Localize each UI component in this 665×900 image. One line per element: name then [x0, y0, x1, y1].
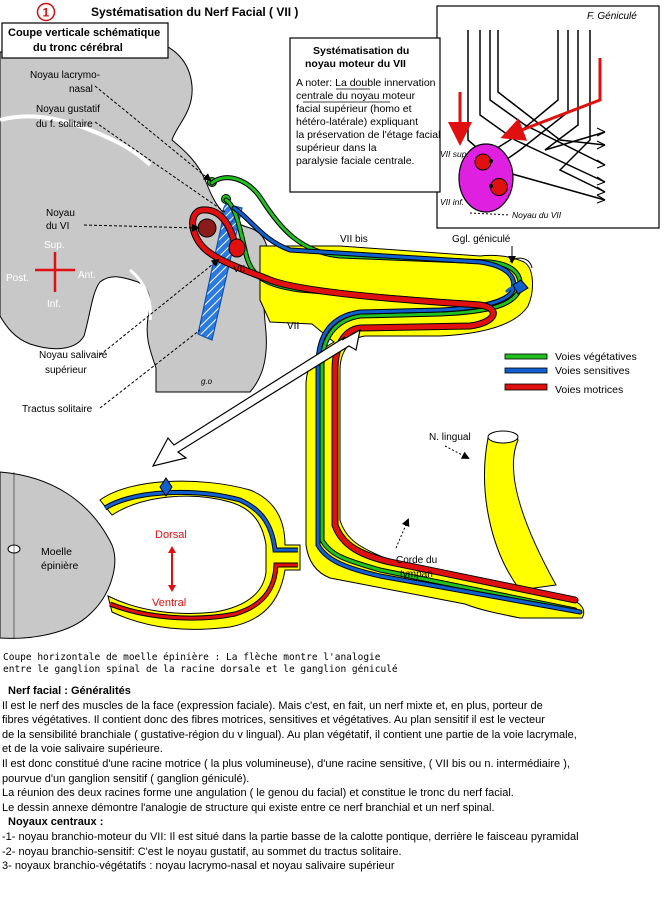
label-dorsal: Dorsal — [155, 529, 187, 541]
analogy-arrow — [151, 328, 361, 467]
label-vii-bis: VII bis — [340, 234, 368, 245]
svg-text:Sup.: Sup. — [44, 240, 65, 251]
vii-motor-nucleus — [228, 238, 246, 258]
list-item: -2- noyau branchio-sensitif: C'est le no… — [2, 845, 402, 858]
label-ventral: Ventral — [152, 597, 186, 609]
label-noyau-vi-2: du VI — [46, 221, 69, 232]
label-salivaire-1: Noyau salivaire — [39, 350, 108, 361]
facial-nerve-diagram: 1 Systématisation du Nerf Facial ( VII )… — [0, 2, 660, 639]
label-vii-lower: VII — [287, 321, 299, 332]
label-lacrymo-1: Noyau lacrymo- — [30, 70, 100, 81]
label-tractus: Tractus solitaire — [22, 404, 93, 415]
legend-label-motor: Voies motrices — [555, 384, 623, 396]
list-item: -1- noyau branchio-moteur du VII: Il est… — [2, 830, 579, 843]
inset-box: F. Géniculé Systématisation du noyau mot… — [289, 5, 660, 229]
inset-note-line-6: supérieur dans la — [296, 142, 377, 154]
label-noyau-vi-1: Noyau — [46, 208, 75, 219]
inset-note-line-3: facial supérieur (homo et — [296, 103, 412, 115]
heading-noyaux: Noyaux centraux : — [8, 816, 104, 829]
lingual-nerve — [484, 431, 557, 591]
svg-text:VII inf.: VII inf. — [440, 197, 464, 207]
svg-text:du tronc cérébral: du tronc cérébral — [33, 42, 123, 54]
inset-red-arrow-right — [500, 58, 602, 141]
artist-signature: g.o — [201, 377, 213, 386]
label-n-lingual: N. lingual — [429, 432, 471, 443]
legend-swatch-motor — [504, 383, 548, 391]
legend: Voies végétatives Voies sensitives Voies… — [504, 351, 637, 396]
title-number-badge: 1 — [36, 2, 56, 22]
noyau-vi — [197, 218, 217, 238]
explanatory-text: Nerf facial : Généralités Il est le nerf… — [2, 684, 662, 874]
label-moelle-2: épinière — [41, 560, 79, 572]
svg-text:1: 1 — [43, 6, 50, 20]
paragraph-line: La réunion des deux racines forme une an… — [2, 787, 514, 800]
heading-generalites: Nerf facial : Généralités — [8, 685, 131, 697]
paragraph-line: pourvue d'un ganglion sensitif ( ganglio… — [2, 772, 250, 785]
caption-line-1: Coupe horizontale de moelle épinière : L… — [3, 652, 381, 663]
legend-label-sensitive: Voies sensitives — [555, 365, 630, 377]
orientation-cross: Sup. Post. Ant. Inf. — [6, 240, 96, 310]
inset-note-line-5: la préservation de l'étage facial — [296, 129, 440, 141]
spinal-labels: Moelle épinière Dorsal Ventral — [36, 529, 187, 609]
svg-text:noyau moteur du VII: noyau moteur du VII — [305, 58, 406, 70]
paragraph-line: Il est donc constitué d'une racine motri… — [2, 757, 570, 770]
caption-line-2: entre le ganglion spinal de la racine do… — [3, 664, 398, 675]
legend-swatch-vegetative — [504, 353, 548, 360]
svg-text:F. Géniculé: F. Géniculé — [587, 11, 637, 22]
svg-text:Systématisation du: Systématisation du — [313, 45, 409, 57]
paragraph-line: et de la voie salivaire supérieure. — [2, 743, 163, 756]
inset-note-line-2: centrale du noyau moteur — [296, 90, 416, 102]
label-salivaire-2: supérieur — [45, 365, 87, 376]
svg-text:Coupe verticale schématique: Coupe verticale schématique — [8, 27, 160, 39]
label-corde-1: Corde du — [396, 555, 437, 566]
label-lacrymo-2: nasal — [69, 84, 93, 95]
paragraph-line: de la sensibilité branchiale ( gustative… — [2, 728, 577, 741]
ggl-geniculate-node — [512, 279, 529, 295]
svg-text:Inf.: Inf. — [47, 299, 61, 310]
svg-text:Noyau du VII: Noyau du VII — [512, 210, 562, 220]
anatomy-labels: Noyau lacrymo- nasal Noyau gustatif du f… — [22, 70, 516, 580]
label-vii-center: VII — [233, 264, 245, 275]
page-title: Systématisation du Nerf Facial ( VII ) — [91, 5, 298, 19]
paragraph-line: fibres végétatives. Il contient donc des… — [2, 714, 545, 727]
inset-note-line-7: paralysie faciale centrale. — [296, 155, 414, 167]
legend-label-vegetative: Voies végétatives — [555, 351, 637, 363]
legend-swatch-sensitive — [504, 367, 548, 374]
svg-text:Ant.: Ant. — [78, 270, 96, 281]
brainstem-section — [0, 39, 269, 393]
svg-text:Post.: Post. — [6, 273, 29, 284]
label-gustatif-1: Noyau gustatif — [36, 104, 100, 115]
figure-caption: Coupe horizontale de moelle épinière : L… — [3, 652, 398, 676]
spinal-ganglion — [159, 477, 173, 497]
svg-text:VII sup.: VII sup. — [440, 149, 469, 159]
label-gustatif-2: du f. solitaire — [36, 119, 93, 130]
paragraph-line: Le dessin annexe démontre l'analogie de … — [2, 801, 495, 814]
inset-note-line-1: A noter: La double innervation — [296, 77, 436, 89]
label-moelle-1: Moelle — [41, 546, 72, 558]
section-title-box: Coupe verticale schématique du tronc cér… — [1, 22, 169, 59]
list-item: 3- noyaux branchio-végétatifs : noyau la… — [2, 860, 395, 873]
paragraph-line: Il est le nerf des muscles de la face (e… — [2, 699, 543, 712]
label-corde-2: tympan — [400, 569, 433, 580]
label-ggl-geniculate: Ggl. géniculé — [452, 234, 511, 245]
inset-note-line-4: hétéro-latérale) expliquant — [296, 116, 418, 128]
